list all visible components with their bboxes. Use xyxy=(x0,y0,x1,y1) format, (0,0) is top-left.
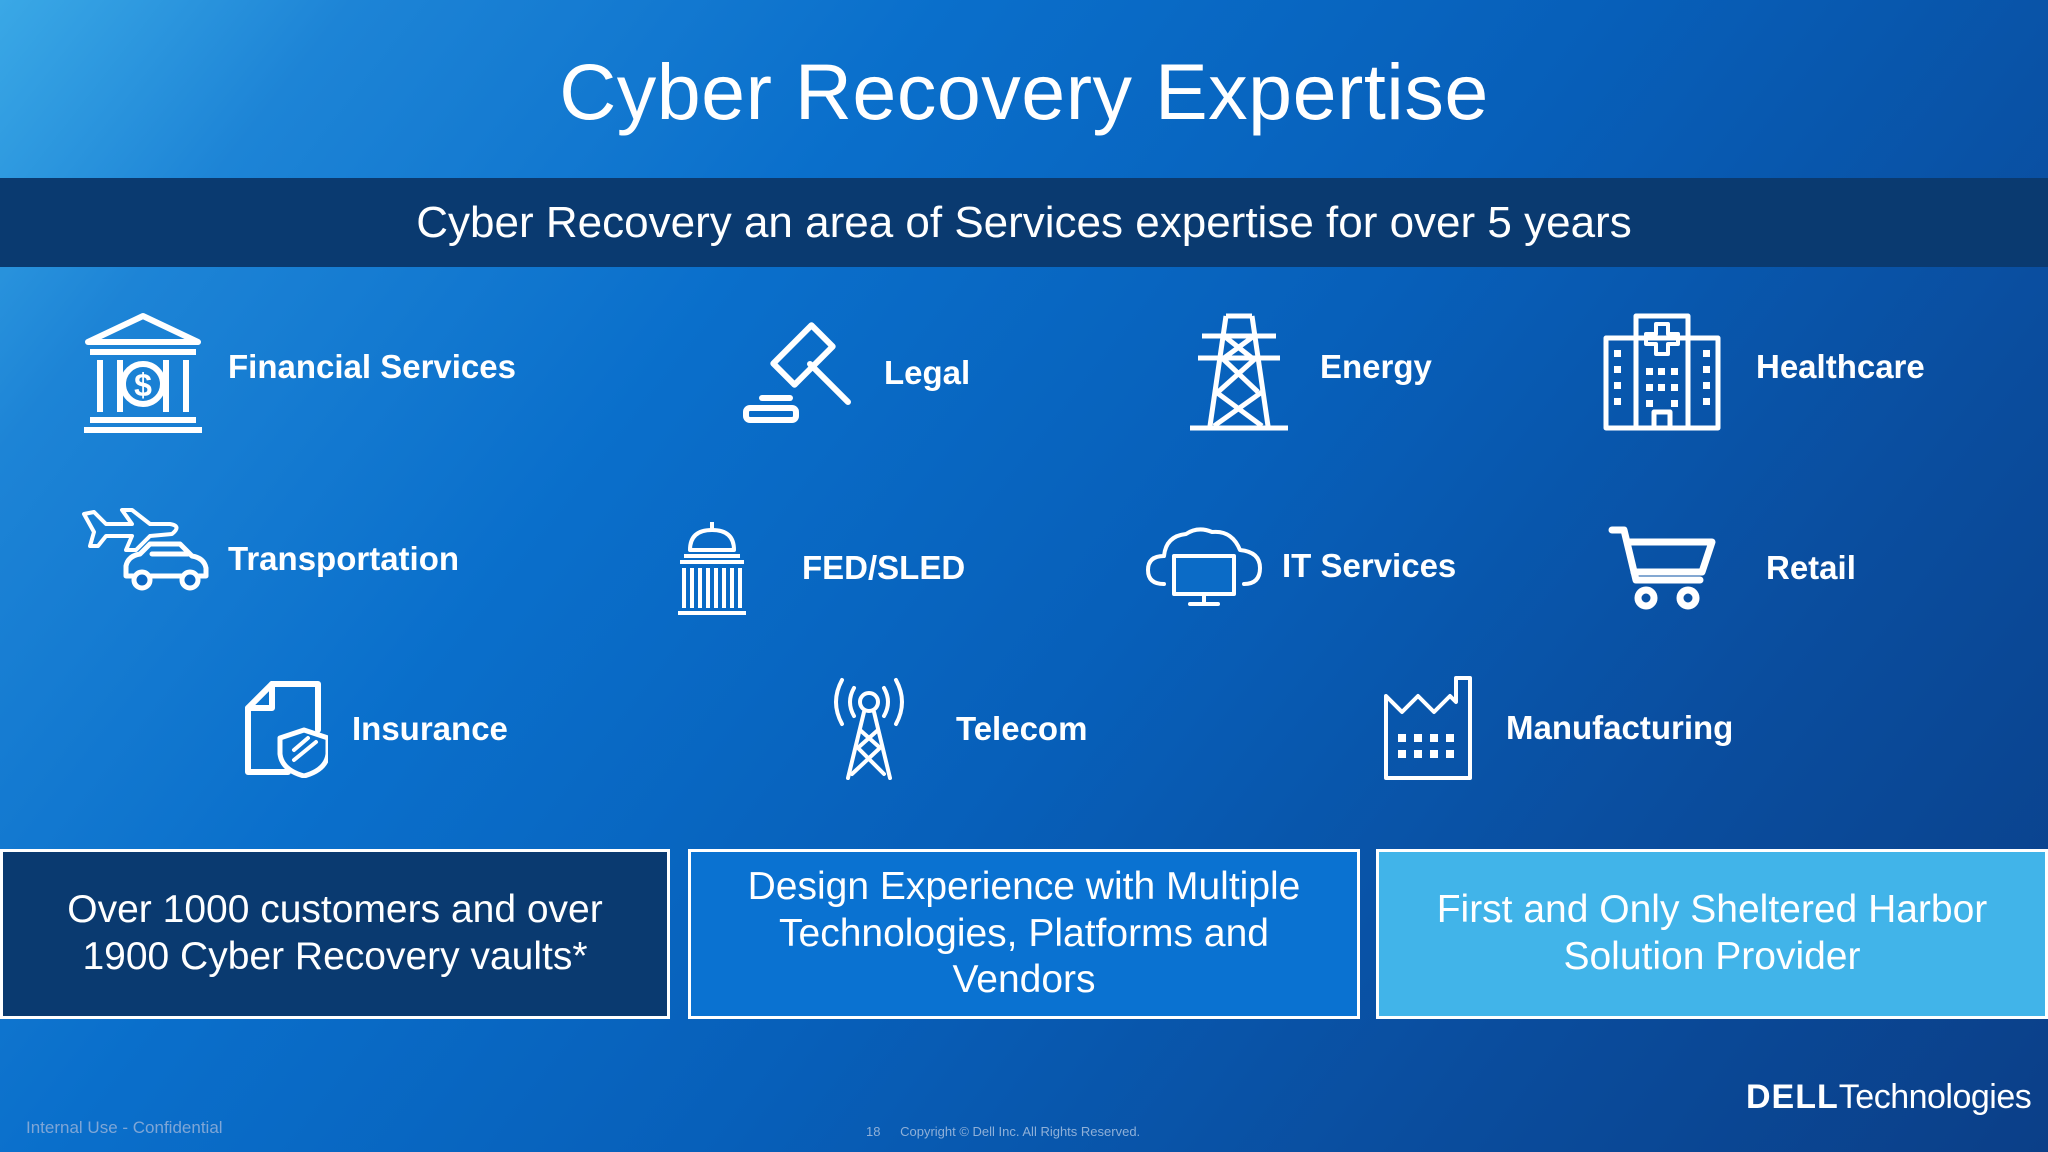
industry-fed-sled: FED/SLED xyxy=(676,520,965,616)
dell-technologies-logo: DELLTechnologies xyxy=(1746,1078,2032,1117)
logo-technologies-text: Technologies xyxy=(1838,1078,2032,1116)
banner-band xyxy=(0,178,2048,267)
copyright-text: Copyright © Dell Inc. All Rights Reserve… xyxy=(900,1124,1141,1139)
industry-legal: Legal xyxy=(740,320,970,426)
highlight-design-box: Design Experience with Multiple Technolo… xyxy=(688,849,1360,1019)
highlight-line: Over 1000 customers and over xyxy=(67,888,603,932)
industry-label: Retail xyxy=(1766,549,1856,586)
logo-dell-text: DELL xyxy=(1746,1078,1839,1116)
industry-retail: Retail xyxy=(1608,524,1856,612)
highlight-line: Vendors xyxy=(952,958,1096,1002)
industry-it-services: IT Services xyxy=(1146,524,1456,608)
industry-insurance: Insurance xyxy=(244,680,508,778)
highlight-line: Technologies, Platforms and xyxy=(779,911,1269,955)
industry-label: FED/SLED xyxy=(802,549,966,586)
highlight-line: 1900 Cyber Recovery vaults* xyxy=(82,935,588,978)
industry-telecom: Telecom xyxy=(826,676,1087,782)
factory-icon xyxy=(1384,676,1472,780)
industry-label: Energy xyxy=(1320,348,1432,385)
industry-label: Financial Services xyxy=(228,348,516,385)
shopping-cart-icon xyxy=(1608,526,1716,610)
industry-label: Telecom xyxy=(956,710,1088,747)
industry-label: Healthcare xyxy=(1756,348,1925,385)
classification-label: Internal Use - Confidential xyxy=(26,1118,223,1137)
hospital-icon xyxy=(1603,313,1721,431)
banner-text: Cyber Recovery an area of Services exper… xyxy=(416,198,1632,247)
industry-transportation: Transportation xyxy=(80,506,459,596)
cloud-monitor-icon xyxy=(1146,527,1262,606)
industry-financial-services: $ Financial Services xyxy=(80,310,516,434)
highlight-customers-box: Over 1000 customers and over 1900 Cyber … xyxy=(0,849,670,1019)
industry-label: Insurance xyxy=(352,710,508,747)
slide-title: Cyber Recovery Expertise xyxy=(559,47,1489,136)
cell-tower-icon xyxy=(834,678,904,780)
document-shield-icon xyxy=(245,681,328,778)
industry-label: Transportation xyxy=(228,540,460,577)
capitol-icon xyxy=(678,522,746,615)
industry-manufacturing: Manufacturing xyxy=(1382,674,1733,782)
plane-car-icon xyxy=(82,508,209,591)
bank-icon: $ xyxy=(84,313,202,433)
svg-text:$: $ xyxy=(134,367,152,403)
power-tower-icon xyxy=(1190,313,1288,431)
footer-copyright: 18 Copyright © Dell Inc. All Rights Rese… xyxy=(866,1124,1156,1139)
industry-label: Manufacturing xyxy=(1506,709,1734,746)
industry-healthcare: Healthcare xyxy=(1602,312,1925,432)
industry-energy: Energy xyxy=(1188,312,1432,432)
highlight-sheltered-harbor-box: First and Only Sheltered Harbor Solution… xyxy=(1376,849,2048,1019)
highlight-line: First and Only Sheltered Harbor xyxy=(1436,888,1988,932)
highlight-line: Design Experience with Multiple xyxy=(747,864,1301,908)
page-number: 18 xyxy=(866,1124,881,1139)
industry-label: Legal xyxy=(884,354,971,391)
highlight-line: Solution Provider xyxy=(1563,935,1861,978)
industry-label: IT Services xyxy=(1282,547,1457,584)
gavel-icon xyxy=(743,322,851,423)
